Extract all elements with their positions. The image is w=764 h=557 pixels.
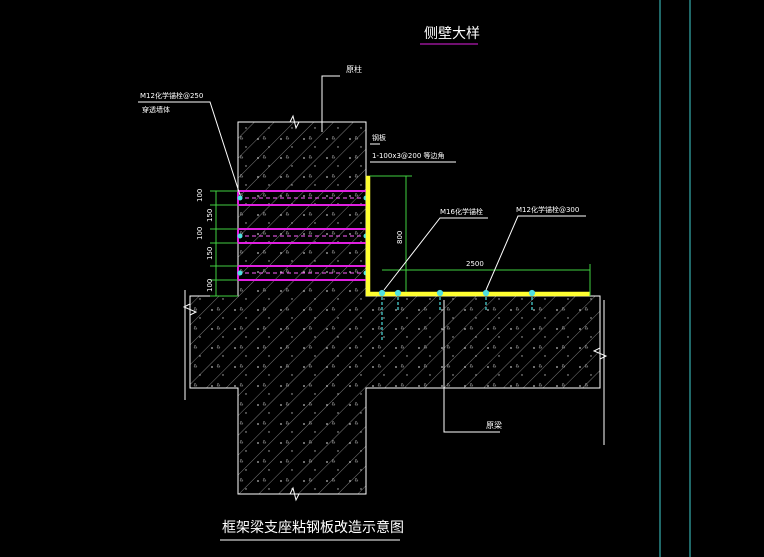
dim-2500: 2500	[466, 260, 484, 268]
sheet-border	[659, 0, 691, 557]
title-top: 侧壁大样	[424, 26, 480, 42]
annotations: 侧壁大样 框架梁支座粘钢板改造示意图 原柱 原梁 M12化学锚栓@250 穿透墙…	[140, 26, 579, 536]
label-anchor-left-2: 穿透墙体	[142, 105, 170, 114]
dimension-lines	[210, 175, 591, 297]
dim-150-a: 150	[206, 209, 214, 222]
label-bolt-m12-right: M12化学锚栓@300	[516, 205, 579, 214]
label-bolt-m16: M16化学锚栓	[440, 207, 483, 216]
dim-100-a: 100	[196, 189, 204, 202]
label-column: 原柱	[346, 64, 362, 74]
dim-100-c: 100	[206, 279, 214, 292]
break-lines	[182, 114, 608, 502]
dim-800: 800	[396, 231, 404, 244]
leader-lines	[138, 43, 586, 541]
label-plate-2: 1-100x3@200 等边角	[372, 151, 445, 160]
label-anchor-left-1: M12化学锚栓@250	[140, 91, 203, 100]
dim-100-b: 100	[196, 227, 204, 240]
title-bottom: 框架梁支座粘钢板改造示意图	[222, 519, 404, 536]
label-beam: 原梁	[486, 421, 502, 430]
dim-150-b: 150	[206, 247, 214, 260]
dimension-text: 100 150 100 150 100 800 2500	[196, 189, 484, 292]
label-plate-1: 钢板	[372, 133, 386, 142]
anchor-bolts-beam	[378, 289, 536, 340]
concrete-section	[189, 121, 601, 495]
